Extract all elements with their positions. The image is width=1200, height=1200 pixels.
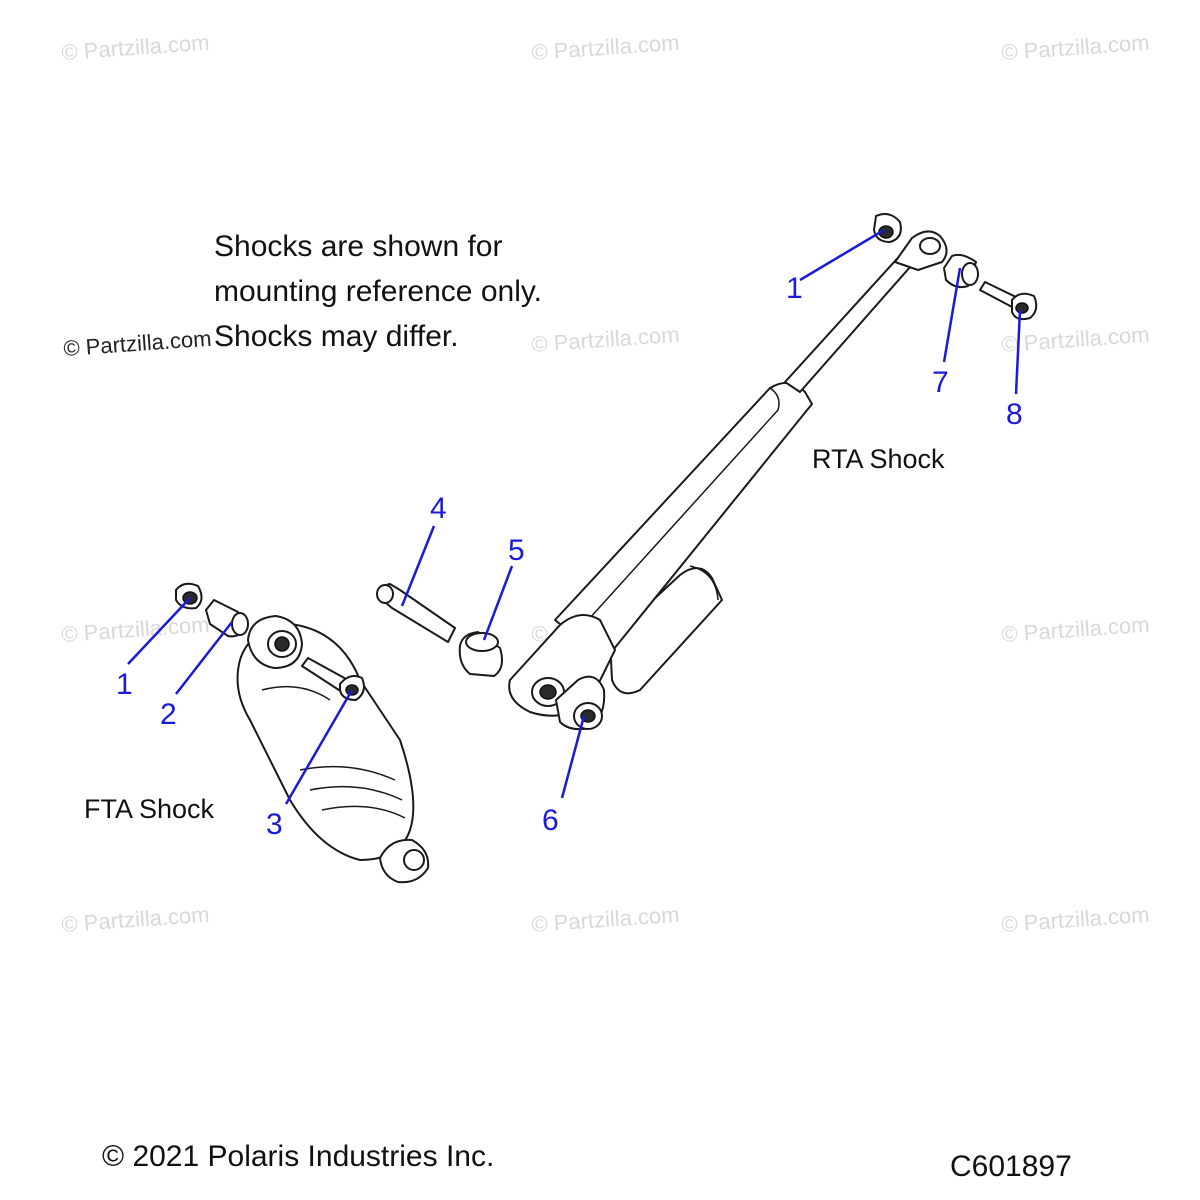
callout-leader <box>175 621 233 695</box>
callout-leader <box>284 689 354 805</box>
callout-number: 6 <box>542 804 559 837</box>
callout-number: 2 <box>160 698 177 731</box>
callout-leader <box>400 525 436 607</box>
watermark: © Partzilla.com <box>1001 30 1151 65</box>
watermark: © Partzilla.com <box>1001 902 1151 937</box>
middle-hardware <box>376 583 503 677</box>
note: Shocks are shown for mounting reference … <box>214 230 542 353</box>
copyright-text: © 2021 Polaris Industries Inc. <box>102 1140 494 1173</box>
callout-leader <box>560 715 586 799</box>
watermark: © Partzilla.com <box>1001 612 1151 647</box>
rta-hardware <box>873 213 1038 321</box>
callout-leader <box>799 228 885 282</box>
note-line-1: Shocks are shown for <box>214 230 502 263</box>
watermark: © Partzilla.com <box>61 30 211 65</box>
watermark-overlay: © Partzilla.com <box>63 326 213 361</box>
callout-number: 4 <box>430 492 447 525</box>
callout-leader <box>1014 309 1022 395</box>
callouts: 1 7 8 4 5 6 1 2 3 <box>116 228 1023 841</box>
rta-shock <box>508 230 948 731</box>
callout-number: 1 <box>786 272 803 305</box>
callout-number: 8 <box>1006 398 1023 431</box>
fta-shock <box>236 615 430 884</box>
note-line-2: mounting reference only. <box>214 275 542 308</box>
watermark-layer: © Partzilla.com © Partzilla.com © Partzi… <box>61 30 1151 937</box>
callout-leader <box>482 565 514 641</box>
callout-leader <box>127 597 191 665</box>
callout-number: 7 <box>932 366 949 399</box>
diagram-code: C601897 <box>950 1150 1072 1183</box>
note-line-3: Shocks may differ. <box>214 320 459 353</box>
watermark: © Partzilla.com <box>1001 322 1151 357</box>
fta-shock-label: FTA Shock <box>84 794 215 824</box>
callout-leader <box>942 267 962 363</box>
watermark: © Partzilla.com <box>61 902 211 937</box>
watermark: © Partzilla.com <box>531 322 681 357</box>
watermark: © Partzilla.com <box>61 612 211 647</box>
callout-number: 5 <box>508 534 525 567</box>
watermark: © Partzilla.com <box>531 902 681 937</box>
callout-number: 3 <box>266 808 283 841</box>
watermark: © Partzilla.com <box>531 30 681 65</box>
rta-shock-label: RTA Shock <box>812 444 945 474</box>
callout-number: 1 <box>116 668 133 701</box>
